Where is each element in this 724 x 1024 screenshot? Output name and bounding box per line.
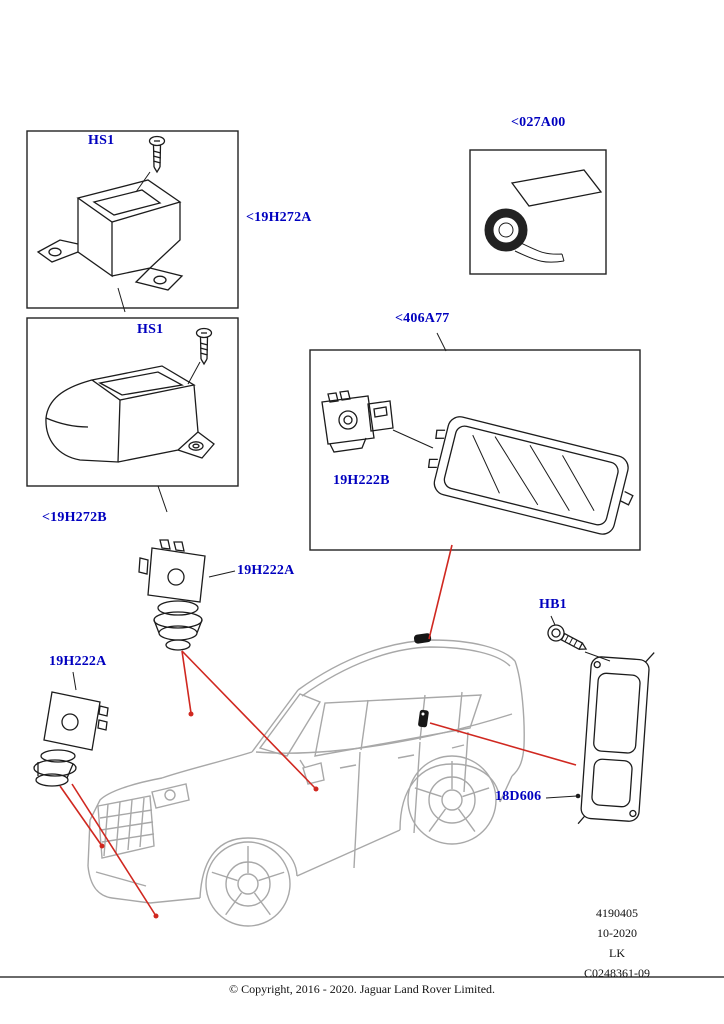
camera-19h222a-front-drawing xyxy=(33,691,109,787)
doc-code: LK xyxy=(609,946,625,960)
b-pillar-module-dot xyxy=(421,712,425,716)
screw-hs1-middle xyxy=(195,327,213,366)
box-tape-kit xyxy=(469,149,607,275)
label-19h222a-windshield: 19H222A xyxy=(237,563,295,578)
label-19h222b: 19H222B xyxy=(333,473,390,488)
tape-tail xyxy=(514,242,565,263)
camera-19h222a-windshield-drawing xyxy=(138,539,206,651)
b-pillar-module xyxy=(418,709,429,728)
copyright-text: © Copyright, 2016 - 2020. Jaguar Land Ro… xyxy=(228,982,496,996)
label-027a00: <027A00 xyxy=(511,115,566,130)
camera-housing-drawing xyxy=(427,416,634,535)
roof-camera-kit-drawing xyxy=(321,390,634,535)
screw-hs1-upper xyxy=(148,135,166,174)
adhesive-pad xyxy=(510,169,603,207)
doc-info-block: 4190405 10-2020 LK C0248361-09 xyxy=(552,903,682,983)
bracket-19h272b-drawing xyxy=(45,365,215,463)
doc-date: 10-2020 xyxy=(597,926,637,940)
tape-kit-drawing xyxy=(484,169,603,263)
bracket-19h272a-drawing xyxy=(36,179,184,291)
red-callout-lines xyxy=(59,544,577,919)
doc-number: 4190405 xyxy=(596,906,638,920)
label-hs1-middle: HS1 xyxy=(137,322,164,337)
black-leader-lines xyxy=(72,171,611,799)
box-bracket-upper xyxy=(26,130,239,309)
box-roof-camera-kit xyxy=(309,349,641,551)
module-18d606-drawing xyxy=(577,652,655,825)
tape-roll xyxy=(484,208,528,252)
label-19h222a-front: 19H222A xyxy=(49,654,107,669)
vehicle-drawing xyxy=(87,639,525,927)
label-406a77: <406A77 xyxy=(395,311,450,326)
vehicle-mount-points xyxy=(413,633,432,728)
label-hs1-upper: HS1 xyxy=(88,133,115,148)
label-18d606: 18D606 xyxy=(495,789,542,804)
bolt-hb1-drawing xyxy=(547,624,588,651)
doc-reference: C0248361-09 xyxy=(584,966,650,980)
roof-antenna-module xyxy=(413,633,432,644)
label-hb1: HB1 xyxy=(539,597,567,612)
camera-19h222b-drawing xyxy=(321,390,394,453)
callout-boxes xyxy=(26,130,641,551)
label-19h272b: <19H272B xyxy=(42,510,107,525)
box-bracket-lower xyxy=(26,317,239,487)
label-19h272a: <19H272A xyxy=(246,210,312,225)
